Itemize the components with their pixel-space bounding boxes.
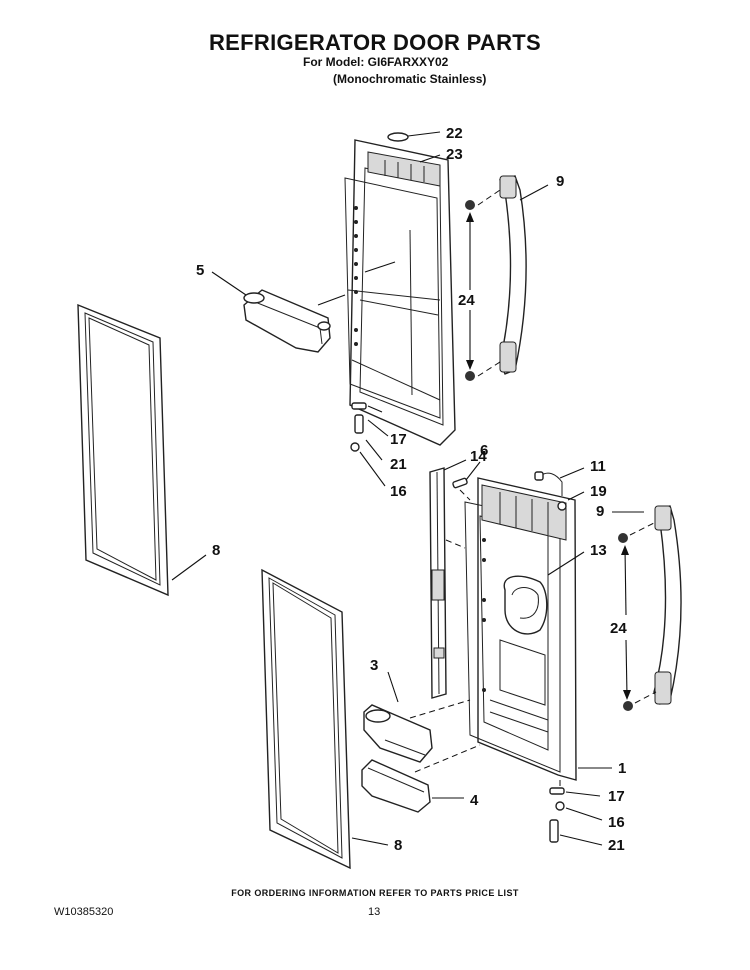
shelf-rail-dots xyxy=(354,206,358,346)
svg-text:23: 23 xyxy=(446,146,463,163)
callout-23: 23 xyxy=(419,146,463,163)
center-mullion-14 xyxy=(429,467,447,699)
lower-door-liner xyxy=(464,477,577,781)
callout-21-lower: 21 xyxy=(559,834,625,854)
svg-text:24: 24 xyxy=(458,292,475,309)
svg-text:17: 17 xyxy=(390,431,407,448)
dispenser-housing xyxy=(503,575,548,635)
svg-text:19: 19 xyxy=(590,483,607,500)
door-bin-5 xyxy=(243,289,331,353)
callout-17-lower: 17 xyxy=(565,788,625,805)
svg-text:22: 22 xyxy=(446,125,463,142)
svg-text:13: 13 xyxy=(590,542,607,559)
callout-3: 3 xyxy=(370,657,399,703)
svg-text:8: 8 xyxy=(212,542,220,559)
callout-14: 14 xyxy=(443,448,487,471)
svg-text:6: 6 xyxy=(480,442,488,459)
callout-24-lower: 24 xyxy=(610,620,627,637)
callout-1: 1 xyxy=(578,760,626,777)
upper-door-liner xyxy=(344,132,456,446)
page-number: 13 xyxy=(368,906,381,918)
callout-9-lower: 9 xyxy=(596,503,644,520)
document-number: W10385320 xyxy=(54,906,114,918)
svg-text:4: 4 xyxy=(470,792,479,809)
door-gasket-8-lower xyxy=(261,568,351,870)
svg-text:21: 21 xyxy=(608,837,625,854)
callout-6: 6 xyxy=(465,442,488,481)
callout-21-upper: 21 xyxy=(365,439,407,473)
callout-16-upper: 16 xyxy=(359,451,407,500)
svg-text:1: 1 xyxy=(618,760,626,777)
callout-11: 11 xyxy=(559,458,606,479)
callout-19: 19 xyxy=(567,483,607,501)
svg-text:9: 9 xyxy=(596,503,604,520)
screw-6 xyxy=(452,477,468,489)
handle-9-upper xyxy=(465,175,527,381)
door-gasket-8-upper xyxy=(77,303,169,597)
svg-text:16: 16 xyxy=(608,814,625,831)
door-bin-3 xyxy=(363,704,433,763)
hinge-hardware-lower xyxy=(549,787,565,843)
callout-5: 5 xyxy=(196,262,247,296)
callout-13: 13 xyxy=(547,542,607,576)
svg-text:5: 5 xyxy=(196,262,204,279)
callout-9-upper: 9 xyxy=(519,173,564,201)
callout-16-lower: 16 xyxy=(565,807,625,831)
svg-text:8: 8 xyxy=(394,837,402,854)
svg-text:3: 3 xyxy=(370,657,378,674)
svg-text:17: 17 xyxy=(608,788,625,805)
top-cap-23 xyxy=(367,151,441,187)
callout-22: 22 xyxy=(407,125,463,142)
svg-text:9: 9 xyxy=(556,173,564,190)
svg-text:11: 11 xyxy=(590,458,606,475)
callout-4: 4 xyxy=(432,792,479,809)
svg-text:14: 14 xyxy=(470,448,487,465)
ordering-note: FOR ORDERING INFORMATION REFER TO PARTS … xyxy=(231,888,519,898)
svg-text:24: 24 xyxy=(610,620,627,637)
model-number: For Model: GI6FARXXY02 xyxy=(303,55,449,69)
cover-22 xyxy=(387,132,409,142)
callout-24-upper: 24 xyxy=(458,292,475,309)
hinge-hardware-upper xyxy=(350,402,367,452)
callout-8-lower: 8 xyxy=(351,837,402,854)
svg-text:21: 21 xyxy=(390,456,407,473)
callout-8-upper: 8 xyxy=(171,542,220,581)
top-cap-lower xyxy=(481,484,567,541)
handle-9-lower xyxy=(618,505,682,711)
door-bin-4 xyxy=(361,759,431,813)
grommet-19 xyxy=(557,501,567,511)
wire-harness-11 xyxy=(534,471,563,496)
page-title: REFRIGERATOR DOOR PARTS xyxy=(208,30,542,55)
callout-17-upper: 17 xyxy=(367,419,407,448)
finish-label: (Monochromatic Stainless) xyxy=(333,72,487,86)
svg-text:16: 16 xyxy=(390,483,407,500)
